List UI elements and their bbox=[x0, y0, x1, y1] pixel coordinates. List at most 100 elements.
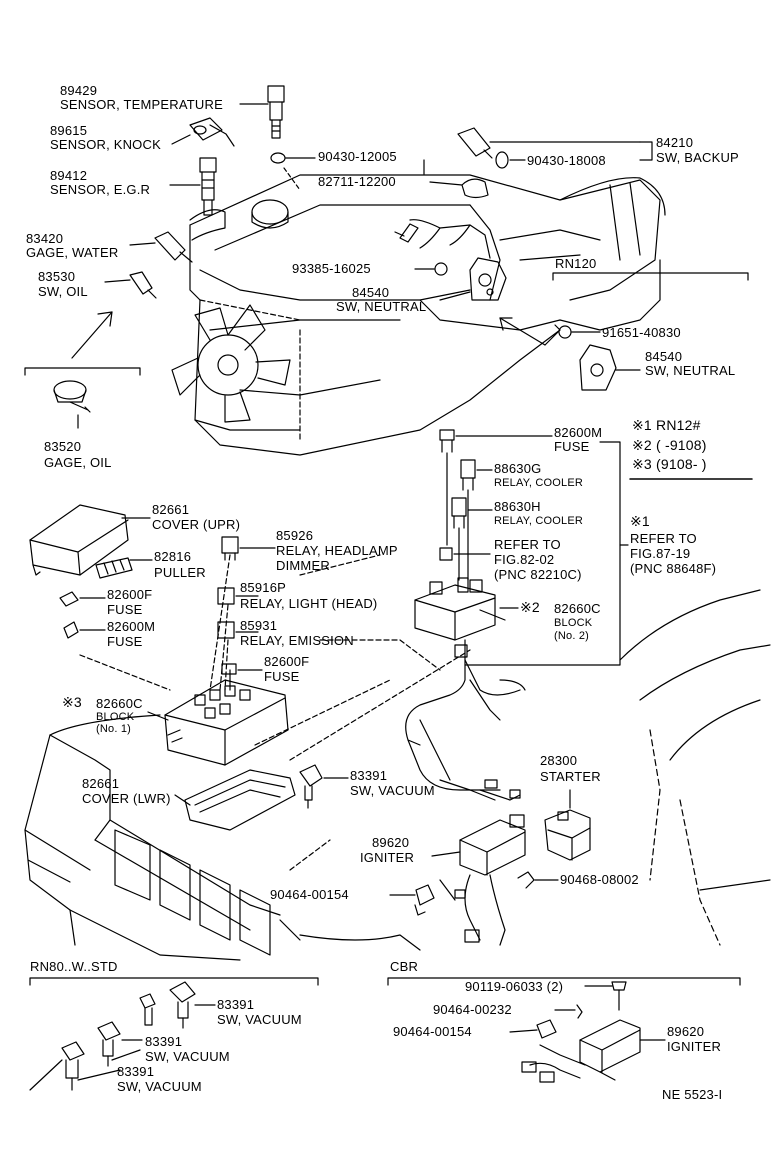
part-85931-name: RELAY, EMISSION bbox=[240, 633, 354, 648]
bolt-icon bbox=[611, 981, 627, 1011]
neutral-switch-icon bbox=[579, 344, 617, 391]
part-88630g-number: 88630G bbox=[494, 461, 542, 476]
part-84540-name: SW, NEUTRAL bbox=[336, 299, 427, 314]
vacuum-switch-icon bbox=[139, 981, 196, 1029]
part-89620-b-name: IGNITER bbox=[667, 1039, 722, 1054]
part-83391-b-name: SW, VACUUM bbox=[145, 1049, 230, 1064]
part-84540b-number: 84540 bbox=[645, 349, 683, 364]
part-83420-number: 83420 bbox=[26, 231, 64, 246]
part-84540b-name: SW, NEUTRAL bbox=[645, 363, 736, 378]
part-82660c-1-number: 82660C bbox=[96, 696, 143, 711]
temperature-sensor-icon bbox=[267, 85, 285, 139]
arrow-icon bbox=[499, 317, 546, 346]
part-83520-number: 83520 bbox=[44, 439, 82, 454]
igniter-icon bbox=[521, 1019, 641, 1083]
arrow-icon bbox=[71, 311, 113, 359]
engine-illustration bbox=[171, 174, 666, 456]
part-82660c-2-number: 82660C bbox=[554, 601, 601, 616]
part-89620-center-name: IGNITER bbox=[360, 850, 415, 865]
part-85916p-name: RELAY, LIGHT (HEAD) bbox=[240, 596, 378, 611]
part-82660c-1-mark: ※3 bbox=[62, 694, 82, 710]
part-83391-a-number: 83391 bbox=[217, 997, 255, 1012]
egr-sensor-icon bbox=[199, 157, 217, 216]
knock-sensor-icon bbox=[189, 117, 235, 147]
part-88630g-name: RELAY, COOLER bbox=[494, 477, 584, 489]
part-82660c-1-sub: (No. 1) bbox=[96, 723, 132, 735]
part-90468-number: 90468-08002 bbox=[560, 872, 639, 887]
part-85926-name: RELAY, HEADLAMP bbox=[276, 543, 398, 558]
section-rn120: RN120 bbox=[555, 256, 597, 271]
part-82711-12200-number: 82711-12200 bbox=[318, 174, 396, 189]
refer-note-line1: REFER TO bbox=[630, 531, 697, 546]
part-82600m-top-number: 82600M bbox=[554, 425, 603, 440]
part-90464-center-number: 90464-00154 bbox=[270, 887, 349, 902]
part-83391-center-number: 83391 bbox=[350, 768, 388, 783]
connector-icon bbox=[439, 547, 453, 561]
part-84210-name: SW, BACKUP bbox=[656, 150, 739, 165]
part-83391-center-name: SW, VACUUM bbox=[350, 783, 435, 798]
part-90430-12005-number: 90430-12005 bbox=[318, 149, 397, 164]
section-rn80: RN80..W..STD bbox=[30, 959, 118, 974]
part-82600m-top-name: FUSE bbox=[554, 439, 590, 454]
relay-icon bbox=[460, 459, 476, 491]
part-89620-center-number: 89620 bbox=[372, 835, 410, 850]
note-1: ※1 RN12# bbox=[632, 417, 701, 433]
part-84540-number: 84540 bbox=[352, 285, 390, 300]
reference-code: NE 5523-I bbox=[662, 1087, 723, 1102]
oil-switch-icon bbox=[129, 271, 157, 299]
part-82661-lwr-name: COVER (LWR) bbox=[82, 791, 171, 806]
clamp-icon bbox=[461, 178, 489, 199]
vacuum-switch-icon bbox=[299, 764, 323, 809]
relay-icon bbox=[451, 497, 467, 529]
vehicle-body-illustration bbox=[24, 589, 771, 961]
note-3: ※3 (9108- ) bbox=[632, 456, 707, 472]
part-90464-154b-number: 90464-00154 bbox=[393, 1024, 472, 1039]
part-83391-b-number: 83391 bbox=[145, 1034, 183, 1049]
part-82660c-2-mark: ※2 bbox=[520, 599, 540, 615]
part-85916p-number: 85916P bbox=[240, 580, 287, 595]
part-83530-number: 83530 bbox=[38, 269, 76, 284]
clip-icon bbox=[517, 871, 535, 889]
part-89429-number: 89429 bbox=[60, 83, 98, 98]
washer-icon bbox=[495, 151, 509, 169]
relay-icon bbox=[221, 536, 239, 561]
refer-note-mark: ※1 bbox=[630, 513, 650, 529]
part-83420-name: GAGE, WATER bbox=[26, 245, 119, 260]
part-89429-name: SENSOR, TEMPERATURE bbox=[60, 97, 223, 112]
refer-fig82-line1: REFER TO bbox=[494, 537, 561, 552]
relay-block-icon bbox=[414, 577, 506, 641]
refer-fig82-line2: FIG.82-02 bbox=[494, 552, 555, 567]
cover-upper-icon bbox=[29, 504, 129, 576]
part-84210-number: 84210 bbox=[656, 135, 694, 150]
fuse-icon bbox=[63, 621, 79, 639]
part-82816-name: PULLER bbox=[154, 565, 206, 580]
part-82661-upr-number: 82661 bbox=[152, 502, 190, 517]
fuse-icon bbox=[221, 663, 237, 675]
part-90430-18008-number: 90430-18008 bbox=[527, 153, 606, 168]
oil-gage-icon bbox=[53, 380, 91, 413]
part-82816-number: 82816 bbox=[154, 549, 192, 564]
part-82661-upr-name: COVER (UPR) bbox=[152, 517, 241, 532]
washer-icon bbox=[270, 152, 286, 164]
part-85926-name2: DIMMER bbox=[276, 558, 330, 573]
part-82600m-left-name: FUSE bbox=[107, 634, 143, 649]
puller-icon bbox=[95, 557, 133, 579]
wire-harness-icon bbox=[394, 219, 491, 259]
wire-harness-icon bbox=[405, 639, 526, 801]
part-82660c-1-name: BLOCK bbox=[96, 711, 135, 723]
part-82660c-2-sub: (No. 2) bbox=[554, 630, 590, 642]
part-82600f-center-number: 82600F bbox=[264, 654, 310, 669]
backup-switch-icon bbox=[457, 127, 493, 159]
relay-icon bbox=[217, 587, 235, 605]
part-93385-number: 93385-16025 bbox=[292, 261, 371, 276]
bolt-icon bbox=[434, 262, 448, 276]
vacuum-switch-icon bbox=[97, 1021, 121, 1067]
part-85931-number: 85931 bbox=[240, 618, 278, 633]
part-28300-name: STARTER bbox=[540, 769, 601, 784]
part-82600f-left-number: 82600F bbox=[107, 587, 153, 602]
fuse-block-icon bbox=[164, 679, 289, 766]
part-82600f-center-name: FUSE bbox=[264, 669, 300, 684]
refer-note-line3: (PNC 88648F) bbox=[630, 561, 717, 576]
clip-icon bbox=[576, 1004, 583, 1019]
